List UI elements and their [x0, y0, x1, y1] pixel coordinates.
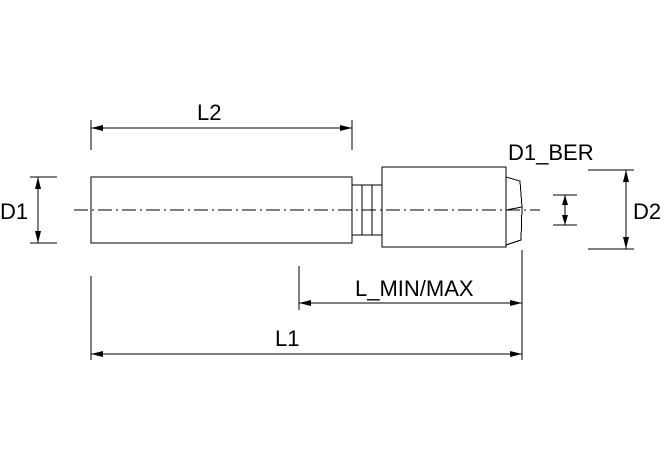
d1-arrow-bottom: [35, 231, 41, 243]
end-chamfer: [505, 176, 523, 246]
head-body: [381, 166, 507, 248]
d1-arrow-top: [35, 177, 41, 189]
d2-label: D2: [633, 199, 661, 224]
l2-arrow-left: [91, 125, 103, 131]
l1-arrow-left: [91, 351, 103, 357]
lminmax-arrow-left: [299, 300, 311, 306]
end-chamfer-mid: [505, 206, 523, 211]
lminmax-label: L_MIN/MAX: [355, 276, 474, 301]
l2-arrow-right: [340, 125, 352, 131]
l1-label: L1: [275, 326, 299, 351]
d2-arrow-top: [623, 170, 629, 182]
d1-ber-label: D1_BER: [508, 140, 594, 165]
d1-ber-arrow-bottom: [562, 215, 568, 225]
l1-arrow-right: [510, 351, 522, 357]
d1-ber-arrow-top: [562, 195, 568, 205]
lminmax-arrow-right: [510, 300, 522, 306]
d2-arrow-bottom: [623, 237, 629, 249]
d1-label: D1: [0, 199, 28, 224]
l2-label: L2: [197, 100, 221, 125]
